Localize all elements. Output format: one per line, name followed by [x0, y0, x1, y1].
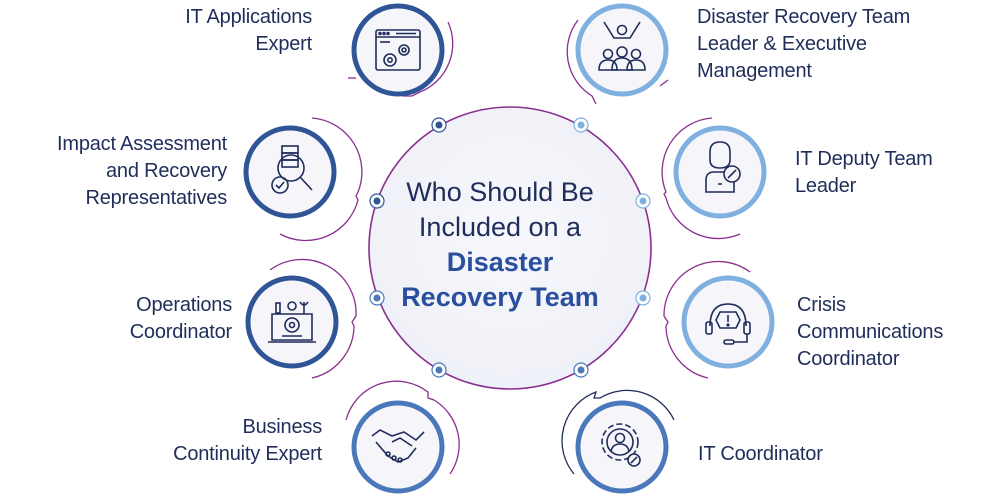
gear-person-icon — [601, 423, 641, 467]
callout-arc — [345, 380, 460, 475]
callout-arc — [403, 21, 454, 97]
role-node-impact-assessment — [243, 117, 363, 242]
callout-arc — [663, 260, 751, 379]
connector-nodes — [369, 117, 651, 378]
technician-wrench-icon — [705, 141, 741, 193]
label-it-coordinator: IT Coordinator — [698, 443, 823, 465]
handshake-icon — [371, 429, 425, 463]
app-window-gears-icon — [375, 29, 421, 71]
connector-node — [635, 290, 651, 306]
label-operations-coordinator: Operations Coordinator — [129, 294, 233, 343]
callout-arc — [269, 258, 357, 379]
center-title-line: Who Should Be — [406, 177, 594, 207]
role-node-it-coordinator — [561, 389, 675, 494]
role-node-crisis-communications — [663, 260, 775, 379]
center-title: Who Should Be Included on a Disaster Rec… — [370, 175, 630, 315]
role-node-dr-team-leader — [566, 3, 669, 105]
headset-alert-icon — [705, 303, 751, 345]
label-dr-team-leader: Disaster Recovery Team Leader & Executiv… — [697, 6, 911, 82]
callout-arc — [661, 117, 741, 240]
connector-node — [573, 362, 589, 378]
connector-node — [369, 193, 385, 209]
center-title-emphasis: Recovery Team — [401, 282, 599, 312]
connector-node — [369, 290, 385, 306]
label-business-continuity: Business Continuity Expert — [173, 416, 322, 465]
role-node-it-applications-expert — [348, 3, 454, 97]
team-leader-group-icon — [598, 21, 646, 71]
center-circle — [368, 106, 652, 390]
server-magnifier-gear-icon — [271, 145, 313, 194]
connector-node — [431, 117, 447, 133]
callout-arc — [566, 19, 597, 105]
role-node-it-deputy-team-leader — [661, 117, 767, 240]
connector-node — [573, 117, 589, 133]
label-crisis-communications: Crisis Communications Coordinator — [797, 294, 944, 370]
label-impact-assessment: Impact Assessment and Recovery Represent… — [57, 133, 227, 209]
role-node-operations-coordinator — [245, 258, 357, 379]
callout-arc — [279, 117, 363, 242]
center-title-emphasis: Disaster — [446, 247, 554, 277]
connector-node — [635, 193, 651, 209]
role-node-business-continuity — [345, 380, 460, 494]
callout-arc — [561, 389, 675, 475]
workbench-tools-icon — [268, 301, 316, 343]
label-it-applications-expert: IT Applications Expert — [185, 6, 312, 55]
label-it-deputy-team-leader: IT Deputy Team Leader — [795, 148, 933, 197]
connector-node — [431, 362, 447, 378]
center-title-line: Included on a — [418, 212, 582, 242]
